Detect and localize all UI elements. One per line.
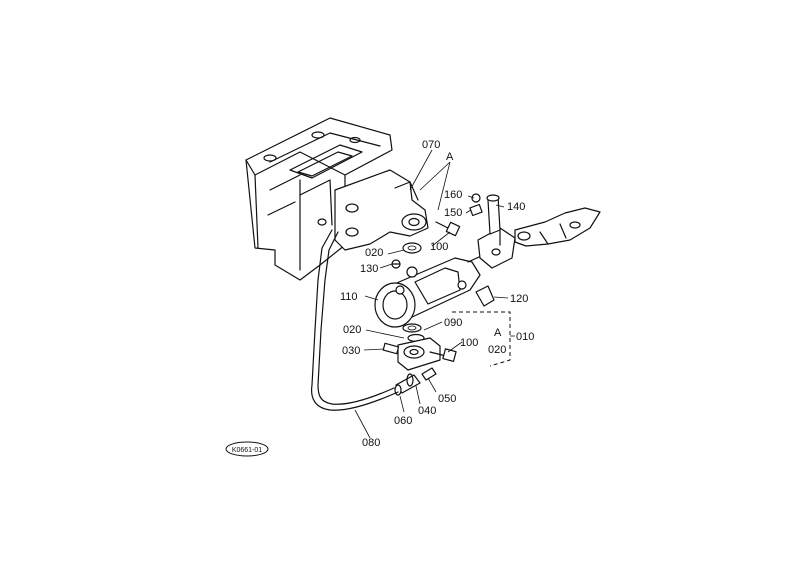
bracket bbox=[334, 169, 429, 251]
cylinder-110 bbox=[374, 257, 481, 328]
label-A-top: A bbox=[446, 151, 454, 163]
label-050: 050 bbox=[438, 393, 456, 405]
leader-lines bbox=[354, 149, 509, 439]
label-100-top: 100 bbox=[430, 241, 448, 253]
label-110: 110 bbox=[340, 291, 358, 303]
nut-150 bbox=[469, 203, 483, 217]
bolt-160 bbox=[471, 193, 481, 203]
label-040: 040 bbox=[418, 405, 436, 417]
washer-020-top bbox=[402, 242, 422, 254]
label-070: 070 bbox=[422, 139, 440, 151]
housing bbox=[245, 117, 393, 281]
label-030: 030 bbox=[342, 345, 360, 357]
reference-stamp: K0661-01 bbox=[225, 441, 269, 457]
label-010: 010 bbox=[516, 331, 534, 343]
label-140: 140 bbox=[507, 201, 525, 213]
part-labels: 070 A 160 140 150 100 020 130 110 120 02… bbox=[340, 139, 534, 449]
washer-020-mid bbox=[402, 323, 422, 333]
bolt-030 bbox=[382, 342, 400, 355]
label-020-top: 020 bbox=[365, 247, 383, 259]
label-080: 080 bbox=[362, 437, 380, 449]
screw-130 bbox=[391, 259, 401, 269]
hose-080 bbox=[310, 229, 399, 411]
label-130: 130 bbox=[360, 263, 378, 275]
label-100-low: 100 bbox=[460, 337, 478, 349]
pin-140 bbox=[486, 194, 501, 235]
lift-arm bbox=[514, 207, 601, 247]
label-020-mid: 020 bbox=[343, 324, 361, 336]
fitting-120 bbox=[475, 285, 495, 307]
label-160: 160 bbox=[444, 189, 462, 201]
label-A-side: A bbox=[494, 327, 502, 339]
label-060: 060 bbox=[394, 415, 412, 427]
label-120: 120 bbox=[510, 293, 528, 305]
label-090: 090 bbox=[444, 317, 462, 329]
stamp-text: K0661-01 bbox=[232, 447, 262, 454]
label-150: 150 bbox=[444, 207, 462, 219]
label-020-side: 020 bbox=[488, 344, 506, 356]
banjo-fitting bbox=[397, 337, 441, 371]
assembly-bracket bbox=[452, 311, 515, 367]
